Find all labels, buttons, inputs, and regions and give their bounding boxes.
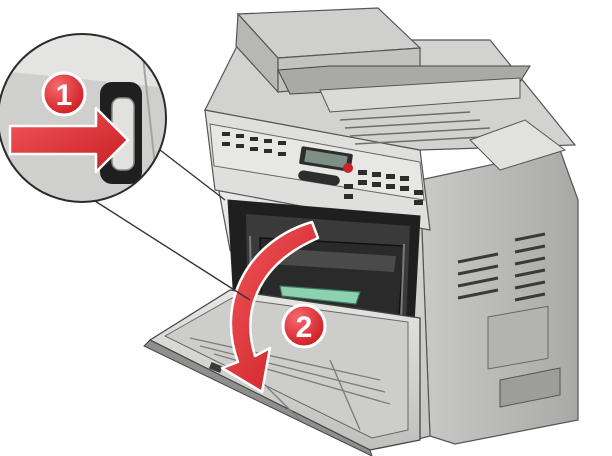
vent-grille [457,232,546,302]
step-number-2: 2 [296,311,313,344]
step-badge-2: 2 [281,303,327,349]
control-panel [222,132,423,205]
arrow-icon [8,106,130,174]
step-badge-1: 1 [41,71,87,117]
document-feeder [235,7,567,171]
curved-arrow-icon [220,220,320,394]
zoom-callout: 1 [0,33,251,301]
printer-side-panel [419,149,579,445]
step-number-1: 1 [56,79,73,112]
toner-handle [279,285,361,305]
front-door [143,289,421,456]
